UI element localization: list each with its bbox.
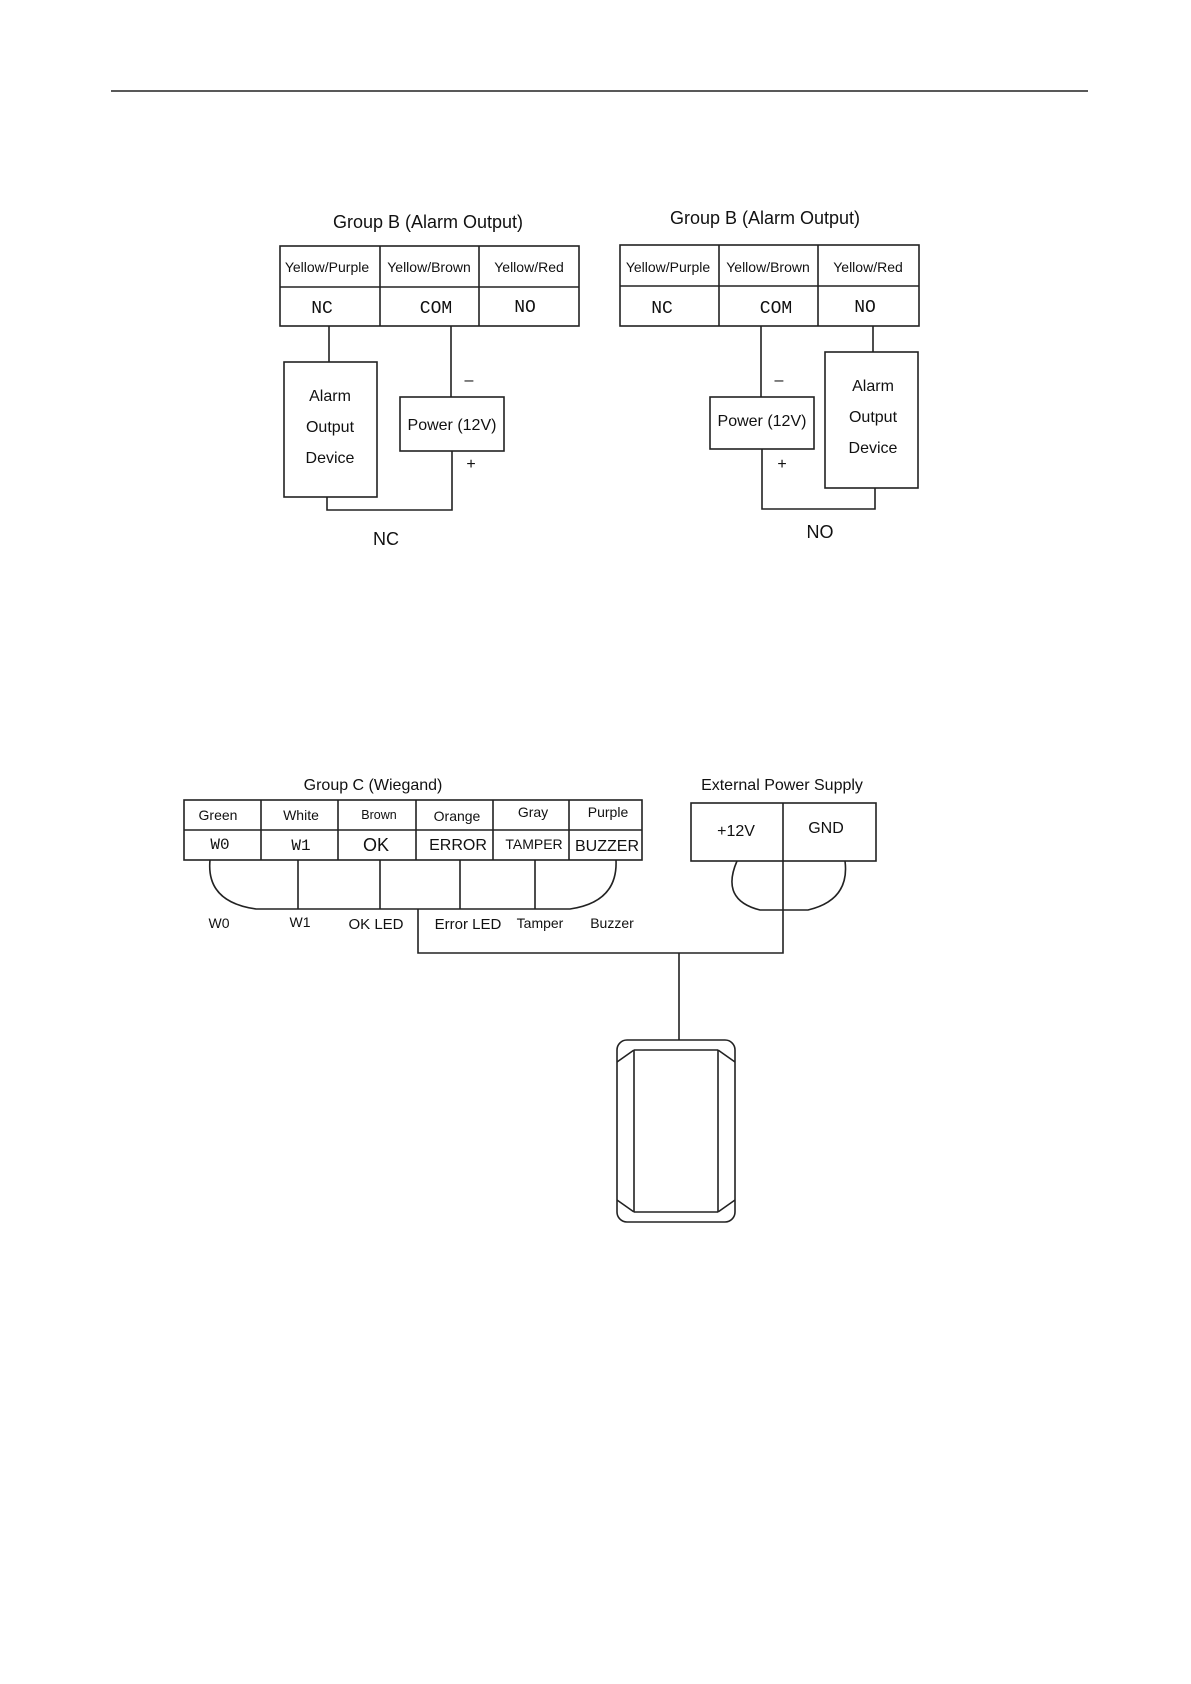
no-terminal-nc: NC <box>651 299 673 319</box>
no-alarm-output-device <box>824 351 919 489</box>
wiegand-harness-cable <box>208 859 617 910</box>
nc-wire-color-2: Yellow/Brown <box>387 259 471 275</box>
wiegand-wiring-diagram: Group C (Wiegand) Green White Brown Oran… <box>183 777 784 1040</box>
power-supply-title: External Power Supply <box>701 777 863 794</box>
wiegand-color-gray: Gray <box>518 804 548 820</box>
no-caption: NO <box>807 522 834 542</box>
wiegand-color-green: Green <box>199 807 238 823</box>
no-minus-sign: – <box>775 372 784 389</box>
no-wire-color-3: Yellow/Red <box>833 259 903 275</box>
no-device-line-3: Device <box>849 440 898 457</box>
wiegand-terminal-w1: W1 <box>291 837 310 855</box>
wiegand-label-w0: W0 <box>209 915 230 931</box>
card-reader-device <box>616 1039 736 1223</box>
nc-diagram-title: Group B (Alarm Output) <box>333 212 523 232</box>
wiegand-terminal-tamper: TAMPER <box>505 836 562 852</box>
nc-device-line-1: Alarm <box>309 388 351 405</box>
no-wire-return <box>761 449 876 510</box>
nc-wire-color-1: Yellow/Purple <box>285 259 370 275</box>
nc-power-supply <box>399 396 505 452</box>
no-device-line-1: Alarm <box>852 378 894 395</box>
no-terminal-no: NO <box>854 298 876 318</box>
nc-wire-return <box>326 451 453 511</box>
nc-caption: NC <box>373 529 399 549</box>
reader-bevel-tr <box>717 1049 736 1063</box>
nc-plus-sign: + <box>466 456 475 473</box>
no-device-line-2: Output <box>849 409 898 426</box>
wiegand-label-buzzer: Buzzer <box>590 915 634 931</box>
nc-minus-sign: – <box>465 372 474 389</box>
wiegand-label-tamper: Tamper <box>517 915 564 931</box>
nc-device-line-3: Device <box>306 450 355 467</box>
no-terminal-com: COM <box>760 299 792 319</box>
no-plus-sign: + <box>777 456 786 473</box>
nc-power-label: Power (12V) <box>408 417 497 434</box>
external-power-supply-diagram: External Power Supply +12V GND <box>690 777 877 913</box>
wiegand-bus-wire <box>417 909 784 954</box>
no-power-label: Power (12V) <box>718 413 807 430</box>
nc-alarm-output-device <box>283 361 378 498</box>
wiegand-color-white: White <box>283 807 319 823</box>
nc-terminal-com: COM <box>420 299 452 319</box>
wiegand-label-error-led: Error LED <box>435 916 502 933</box>
no-wire-color-2: Yellow/Brown <box>726 259 810 275</box>
no-diagram-title: Group B (Alarm Output) <box>670 208 860 228</box>
wiegand-terminal-ok: OK <box>363 835 389 855</box>
wiegand-color-orange: Orange <box>434 808 481 824</box>
power-terminal-12v: +12V <box>717 823 755 840</box>
nc-terminal-nc: NC <box>311 299 333 319</box>
wiegand-terminal-buzzer: BUZZER <box>575 838 639 855</box>
reader-bevel-br <box>717 1199 736 1213</box>
wiegand-terminal-w0: W0 <box>210 836 229 854</box>
wiegand-title: Group C (Wiegand) <box>304 777 443 794</box>
nc-terminal-no: NO <box>514 298 536 318</box>
power-terminal-gnd: GND <box>808 820 844 837</box>
wiegand-color-brown: Brown <box>361 808 396 822</box>
nc-device-line-2: Output <box>306 419 355 436</box>
wiegand-terminal-error: ERROR <box>429 837 487 854</box>
reader-bevel-bl <box>616 1199 635 1213</box>
power-supply-cable <box>731 860 847 911</box>
nc-wiring-diagram: Group B (Alarm Output) Yellow/Purple Yel… <box>279 212 580 549</box>
reader-bevel-tl <box>616 1049 635 1063</box>
wiegand-label-ok-led: OK LED <box>348 916 403 933</box>
wiegand-label-w1: W1 <box>290 914 311 930</box>
nc-terminal-block <box>279 245 580 327</box>
nc-wire-color-3: Yellow/Red <box>494 259 564 275</box>
no-wiring-diagram: Group B (Alarm Output) Yellow/Purple Yel… <box>619 208 920 542</box>
wiegand-color-purple: Purple <box>588 804 629 820</box>
no-wire-color-1: Yellow/Purple <box>626 259 711 275</box>
card-reader-body <box>616 1039 736 1223</box>
no-power-supply <box>709 396 815 450</box>
